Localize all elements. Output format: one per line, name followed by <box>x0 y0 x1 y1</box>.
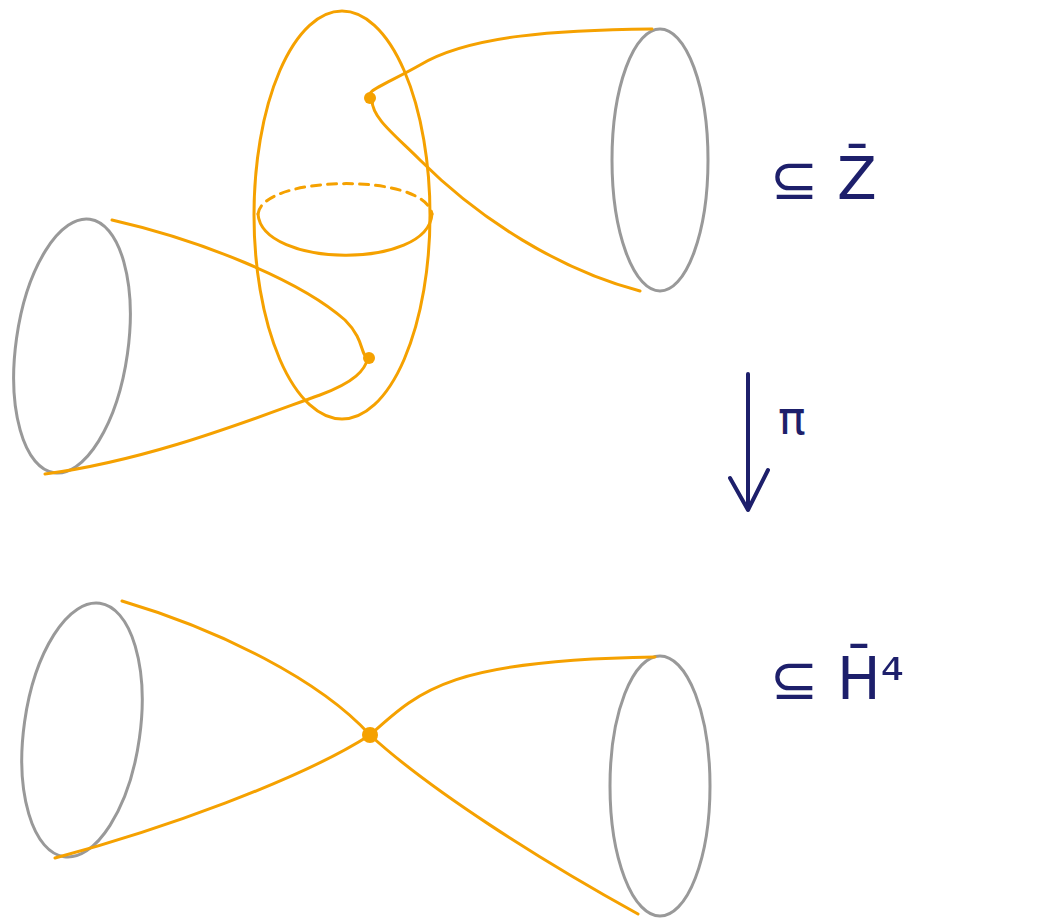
cone-end <box>612 29 708 291</box>
space-label: ⊆ H̄⁴ <box>770 650 904 708</box>
projection-arrow <box>746 374 750 505</box>
map-label: π <box>778 395 806 441</box>
space-label: ⊆ Z̄ <box>770 150 877 208</box>
equator-front <box>258 214 432 255</box>
arrow-head <box>730 470 768 510</box>
cone-side <box>122 601 370 735</box>
cone-end <box>610 656 710 916</box>
equator-back <box>258 184 432 214</box>
cone-side <box>45 358 368 474</box>
cone-point <box>362 727 378 743</box>
cone-side <box>370 735 638 914</box>
cone-end <box>7 595 157 865</box>
cone-point <box>364 92 376 104</box>
cone-side <box>112 220 368 358</box>
cone-side <box>369 29 652 100</box>
cone-side <box>55 735 370 858</box>
cone-side <box>372 100 640 291</box>
cone-point <box>363 352 375 364</box>
cone-end <box>0 211 145 480</box>
cone-side <box>370 657 655 735</box>
